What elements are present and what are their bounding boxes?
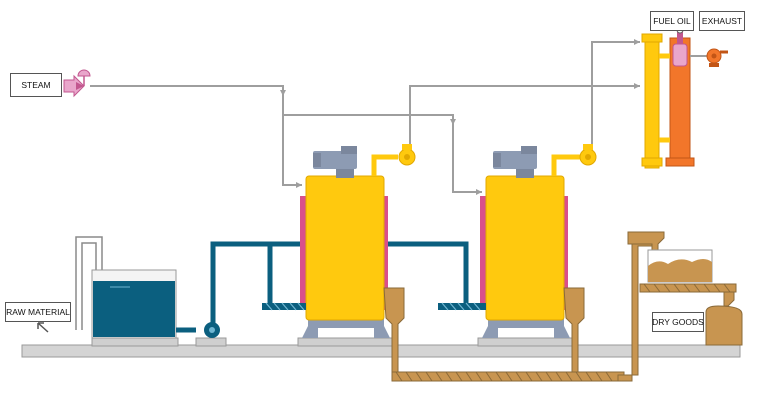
reactor-1-foot-left [302,326,318,338]
bucket-elevator [617,239,653,382]
reactor-2 [438,144,597,377]
steam-valve[interactable] [63,69,91,98]
reactor-1-legs [308,318,384,328]
exhaust-label: EXHAUST [699,11,745,31]
feed-pump-1[interactable] [204,322,220,338]
floor-pad-reactor-1 [297,337,397,347]
raw-material-tank-liquid [93,281,175,337]
reactor-1-motor-base [336,168,354,178]
reactor-1-jacket [300,196,308,310]
reactor-2-foot-right [554,326,570,338]
screw-conveyor-1[interactable] [262,303,306,310]
reactor-2-motor-base [516,168,534,178]
steam-piping [90,41,640,193]
feed-arrow [37,322,49,333]
reactor-2-vapor-pipe [551,154,580,176]
reactor-1-motor-cap [341,146,357,154]
floor-pad-tank [91,337,179,347]
raw-material-label: RAW MATERIAL [5,302,71,322]
product-dryer [639,249,737,307]
reactor-2-motor-fins [493,153,501,167]
burner[interactable] [672,43,688,67]
reactor-1-body [305,175,385,321]
reactor-1-motor[interactable] [313,151,357,169]
steam-label: STEAM [10,73,62,97]
blue-transfer-pipes [176,241,469,333]
screw-conveyor-2[interactable] [438,303,486,310]
reactor-1-jacket-right [382,196,388,310]
reactor-1-motor-fins [313,153,321,167]
fuel-oil-label: FUEL OIL [650,11,694,31]
reactor-1-foot-right [374,326,390,338]
floor-pad-reactor-2 [477,337,575,347]
reactor-2-motor-cap [521,146,537,154]
reactor-2-legs [488,318,564,328]
heater-yellow-column [644,33,660,169]
bottom-screw-flights [395,371,613,382]
reactor-1-vapor-pipe [371,154,398,176]
dry-goods-label: DRY GOODS [652,312,704,332]
dry-goods-bag [705,305,743,346]
reactor-2-jacket [480,196,488,310]
dryer-conveyor[interactable] [639,283,737,293]
air-heater [641,26,728,169]
reactor-2-body [485,175,565,321]
reactor-2-motor[interactable] [493,151,537,169]
flow-arrows [280,39,640,195]
reactor-2-foot-left [482,326,498,338]
reactor-2-jacket-right [562,196,568,310]
reactor-1 [262,144,416,377]
floor-pad-pump [195,337,227,347]
